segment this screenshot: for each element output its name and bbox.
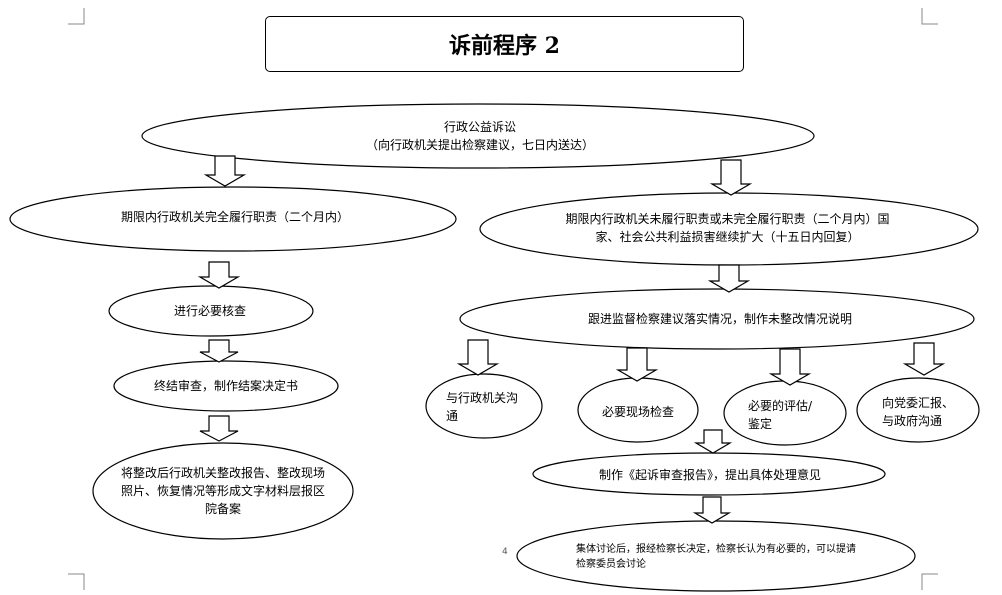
final-text: 集体讨论后，报经检察长决定，检察长认为有必要的，可以提请检察委员会讨论 <box>576 544 856 570</box>
left-decision-text: 终结审查，制作结案决定书 <box>153 379 298 393</box>
left-fulfill-ellipse <box>9 186 457 252</box>
crop-mark-top-left <box>68 8 85 25</box>
root-node-line1: 行政公益诉讼 <box>443 120 516 134</box>
right-follow-ellipse <box>459 288 975 350</box>
branch-report-ellipse <box>856 377 980 443</box>
page-number: 4 <box>502 547 508 557</box>
branch-communicate-text: 与行政机关沟通 <box>446 391 519 423</box>
arrow-root-to-left <box>203 155 247 187</box>
branch-assess-text: 必要的评估/鉴定 <box>748 399 813 431</box>
arrow-right-unfulfill-to-follow <box>707 264 751 293</box>
arrow-decision-to-report <box>199 415 239 442</box>
left-report-text: 将整改后行政机关整改报告、整改现场照片、恢复情况等形成文字材料层报区院备案 <box>120 466 325 516</box>
page-title: 诉前程序 2 <box>265 16 744 72</box>
prosecution-report-ellipse <box>532 452 886 496</box>
right-unfulfill-text: 期限内行政机关未履行职责或未完全履行职责（二个月内）国家、社会公共利益损害继续扩… <box>565 212 890 244</box>
arrow-follow-to-assess <box>768 348 812 386</box>
branch-inspect-text: 必要现场检查 <box>602 405 675 419</box>
prosecution-report-text: 制作《起诉审查报告》，提出具体处理意见 <box>598 468 821 482</box>
arrow-left-fulfill-to-check <box>197 261 241 289</box>
arrow-prosecution-report-to-final <box>692 496 732 524</box>
left-check-ellipse <box>108 285 314 337</box>
crop-mark-bottom-left <box>68 573 85 590</box>
right-follow-text: 跟进监督检察建议落实情况，制作未整改情况说明 <box>587 312 852 326</box>
arrow-branches-to-prosecution-report <box>693 429 733 454</box>
crop-mark-top-right <box>921 8 938 25</box>
flow-arrows <box>197 155 946 524</box>
left-fulfill-text: 期限内行政机关完全履行职责（二个月内） <box>120 210 349 224</box>
arrow-follow-to-inspect <box>615 347 659 382</box>
arrow-follow-to-branch-report <box>902 342 946 376</box>
left-check-text: 进行必要核查 <box>173 304 246 318</box>
left-report-ellipse <box>92 442 354 540</box>
crop-marks <box>68 8 938 590</box>
branch-report-text: 向党委汇报、与政府沟通 <box>882 396 955 428</box>
root-node-text: 行政公益诉讼 （向行政机关提出检察建议，七日内送达） <box>200 116 760 156</box>
arrow-follow-to-communicate <box>456 339 500 376</box>
crop-mark-bottom-right <box>921 573 938 590</box>
branch-communicate-ellipse <box>425 373 543 439</box>
arrow-check-to-decision <box>199 339 239 363</box>
arrow-root-to-right <box>709 159 753 196</box>
root-ellipse <box>141 103 815 169</box>
left-decision-ellipse <box>113 360 339 412</box>
root-node-line2: （向行政机关提出检察建议，七日内送达） <box>365 138 594 152</box>
